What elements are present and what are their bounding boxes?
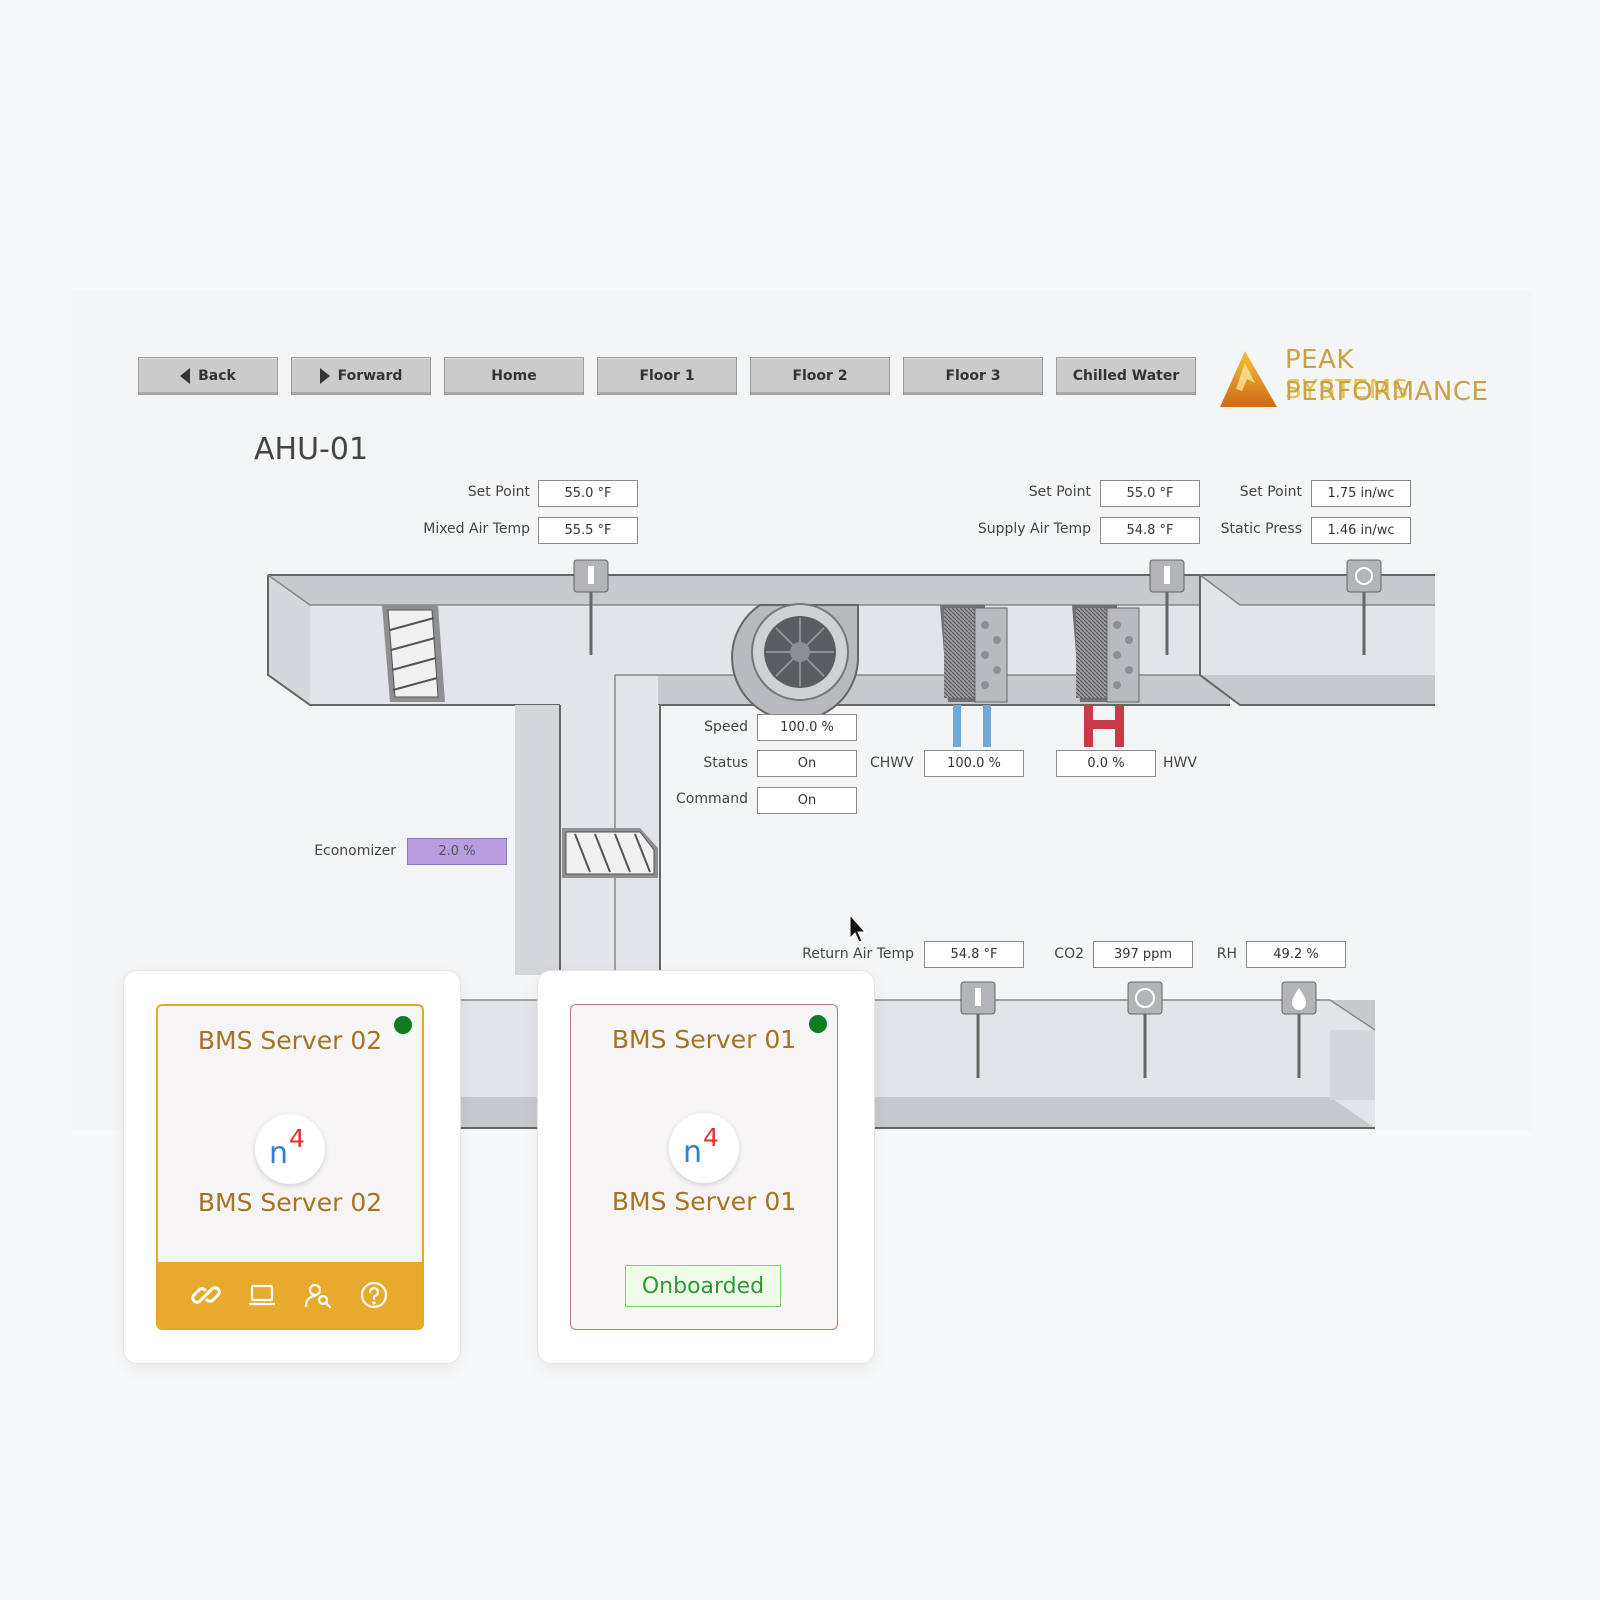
online-status-dot bbox=[394, 1016, 412, 1034]
mixed-setpoint-label: Set Point bbox=[467, 484, 530, 500]
mountain-logo-icon bbox=[1220, 351, 1277, 407]
card-action-bar bbox=[158, 1262, 422, 1328]
supply-setpoint-label: Set Point bbox=[1028, 484, 1091, 500]
co2-label: CO2 bbox=[1054, 946, 1084, 962]
back-button-label: Back bbox=[198, 368, 236, 384]
floor1-button[interactable]: Floor 1 bbox=[597, 357, 737, 395]
forward-button[interactable]: Forward bbox=[291, 357, 431, 395]
n4-logo-letter: n bbox=[269, 1136, 289, 1171]
return-air-temp-label: Return Air Temp bbox=[802, 946, 914, 962]
forward-arrow-icon bbox=[319, 368, 330, 384]
niagara-n4-logo-icon: n 4 bbox=[255, 1114, 325, 1184]
floor2-button[interactable]: Floor 2 bbox=[750, 357, 890, 395]
logo-word-peak: PEAK bbox=[1285, 345, 1354, 375]
peak-systems-logo: PEAK SYSTEMS PERFORMANCE bbox=[1220, 345, 1488, 415]
rh-label: RH bbox=[1216, 946, 1237, 962]
supply-air-temp-label: Supply Air Temp bbox=[977, 521, 1091, 537]
back-arrow-icon bbox=[180, 368, 191, 384]
logo-word-systems: SYSTEMS bbox=[1285, 375, 1409, 405]
static-setpoint-value[interactable]: 1.75 in/wc bbox=[1311, 480, 1411, 507]
chilled-water-button-label: Chilled Water bbox=[1072, 368, 1180, 384]
help-icon[interactable] bbox=[359, 1280, 389, 1310]
card-title: BMS Server 02 bbox=[197, 1026, 383, 1055]
fan-command-label: Command bbox=[676, 791, 748, 807]
return-air-temp-value[interactable]: 54.8 °F bbox=[924, 941, 1024, 968]
fan-speed-value[interactable]: 100.0 % bbox=[757, 714, 857, 741]
chwv-value[interactable]: 100.0 % bbox=[924, 750, 1024, 777]
niagara-n4-logo-icon: n 4 bbox=[669, 1113, 739, 1183]
forward-button-label: Forward bbox=[337, 368, 403, 384]
hwv-value[interactable]: 0.0 % bbox=[1056, 750, 1156, 777]
economizer-value[interactable]: 2.0 % bbox=[407, 838, 507, 865]
n4-logo-number: 4 bbox=[289, 1124, 305, 1153]
home-button[interactable]: Home bbox=[444, 357, 584, 395]
static-press-label: Static Press bbox=[1220, 521, 1302, 537]
floor1-button-label: Floor 1 bbox=[639, 368, 695, 384]
onboarded-badge: Onboarded bbox=[625, 1265, 781, 1307]
fan-command-value[interactable]: On bbox=[757, 787, 857, 814]
bms-server-01-card-container: BMS Server 01 n 4 BMS Server 01 Onboarde… bbox=[537, 970, 875, 1364]
floor2-button-label: Floor 2 bbox=[792, 368, 848, 384]
floor3-button-label: Floor 3 bbox=[945, 368, 1001, 384]
card-subtitle: BMS Server 01 bbox=[611, 1187, 797, 1216]
link-icon[interactable] bbox=[191, 1280, 221, 1310]
home-button-label: Home bbox=[491, 368, 537, 384]
bms-server-02-card-container: BMS Server 02 n 4 BMS Server 02 bbox=[123, 970, 461, 1364]
chwv-label: CHWV bbox=[870, 755, 914, 771]
laptop-icon[interactable] bbox=[247, 1280, 277, 1310]
bms-server-02-card[interactable]: BMS Server 02 n 4 BMS Server 02 bbox=[156, 1004, 424, 1330]
user-search-icon[interactable] bbox=[303, 1280, 333, 1310]
fan-status-value[interactable]: On bbox=[757, 750, 857, 777]
back-button[interactable]: Back bbox=[138, 357, 278, 395]
page-title: AHU-01 bbox=[254, 432, 369, 467]
mixed-setpoint-value[interactable]: 55.0 °F bbox=[538, 480, 638, 507]
mixed-air-temp-value[interactable]: 55.5 °F bbox=[538, 517, 638, 544]
fan-status-label: Status bbox=[703, 755, 748, 771]
mixed-air-temp-label: Mixed Air Temp bbox=[423, 521, 530, 537]
floor3-button[interactable]: Floor 3 bbox=[903, 357, 1043, 395]
logo-word-performance: PERFORMANCE bbox=[1285, 377, 1489, 407]
card-subtitle: BMS Server 02 bbox=[197, 1188, 383, 1217]
chilled-water-button[interactable]: Chilled Water bbox=[1056, 357, 1196, 395]
n4-logo-letter: n bbox=[683, 1135, 703, 1170]
card-title: BMS Server 01 bbox=[611, 1025, 797, 1054]
fan-speed-label: Speed bbox=[704, 719, 748, 735]
static-press-value[interactable]: 1.46 in/wc bbox=[1311, 517, 1411, 544]
supply-air-temp-value[interactable]: 54.8 °F bbox=[1100, 517, 1200, 544]
bms-server-01-card[interactable]: BMS Server 01 n 4 BMS Server 01 Onboarde… bbox=[570, 1004, 838, 1330]
n4-logo-number: 4 bbox=[703, 1123, 719, 1152]
hwv-label: HWV bbox=[1163, 755, 1197, 771]
static-setpoint-label: Set Point bbox=[1239, 484, 1302, 500]
supply-setpoint-value[interactable]: 55.0 °F bbox=[1100, 480, 1200, 507]
online-status-dot bbox=[809, 1015, 827, 1033]
economizer-label: Economizer bbox=[314, 843, 396, 859]
rh-value[interactable]: 49.2 % bbox=[1246, 941, 1346, 968]
co2-value[interactable]: 397 ppm bbox=[1093, 941, 1193, 968]
